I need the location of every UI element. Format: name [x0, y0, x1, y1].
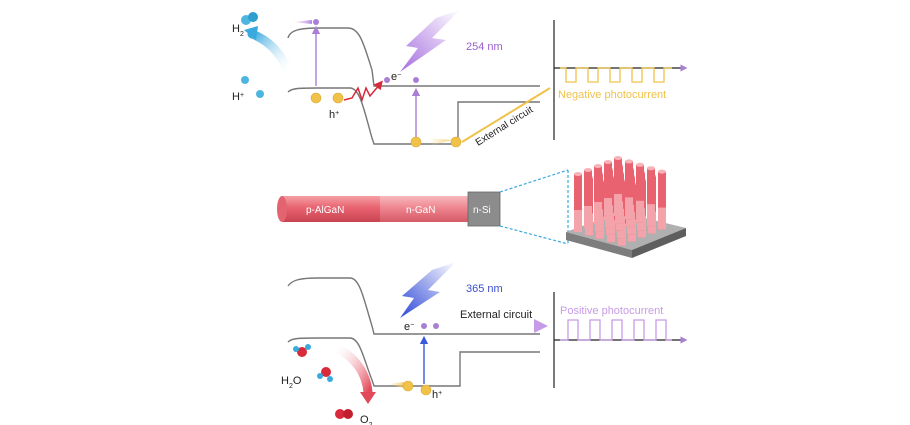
uv-254-bolt-icon [400, 10, 460, 72]
zoom-line-bottom [499, 225, 569, 245]
bottom-wavelength-label: 365 nm [466, 283, 503, 295]
bottom-valence-band [287, 337, 540, 387]
p-algan-segment [282, 196, 382, 222]
nanowire-pillar-base [625, 197, 633, 220]
bottom-hole-trail [388, 382, 404, 388]
nanowire-pillar [604, 162, 612, 220]
bottom-electron-label: e− [404, 321, 414, 333]
nanowire-pillar-cap [594, 164, 602, 168]
nanowire-pillar-cap [625, 159, 633, 164]
top-electron-left [313, 19, 319, 25]
top-electron-junction [384, 77, 390, 83]
bottom-conduction-band [287, 277, 540, 335]
reduction-arrow [247, 29, 293, 75]
nanowire-pillar-base [614, 194, 622, 216]
array-substrate-front [566, 232, 632, 258]
negative-photocurrent-trace [560, 67, 672, 83]
water-molecule-icon [293, 344, 311, 357]
n-si-segment [467, 191, 501, 227]
top-electron-label: e− [391, 71, 401, 83]
reduction-arrowhead [244, 26, 258, 40]
nanowire-pillar-cap [647, 166, 655, 171]
nanowire-pillar-cap [574, 172, 582, 176]
nanowire-end-cap [277, 196, 287, 222]
nanowire-pillar-cap [636, 162, 644, 167]
n-gan-segment [380, 196, 470, 222]
bottom-hole [402, 380, 414, 392]
top-electron-trail [292, 20, 312, 24]
top-external-circuit-label: External circuit [474, 104, 536, 148]
nanowire-pillar [636, 164, 644, 223]
uv-365-bolt-icon [400, 262, 456, 318]
positive-photocurrent-trace [560, 319, 672, 341]
bottom-hole [420, 384, 432, 396]
nanowire-pillar-base [647, 204, 655, 227]
water-label: H2O [281, 375, 302, 390]
nanowire-pillar [647, 168, 655, 227]
oxygen-molecule-icon [335, 409, 353, 419]
nanowire-structure: p-AlGaN n-GaN n-Si [277, 169, 569, 245]
recombination-zigzag [343, 80, 383, 103]
top-panel: H2 H+ h+ e− 254 nm [232, 10, 688, 149]
nanowire-pillar-base [636, 200, 644, 223]
nanowire-pillar-base [584, 206, 592, 228]
nanowire-pillar-base [604, 198, 612, 220]
negative-photocurrent-label: Negative photocurrent [558, 89, 666, 101]
h-plus-label: H+ [232, 91, 244, 103]
top-hole [310, 92, 322, 104]
top-hole-right [410, 136, 422, 148]
array-substrate-side [632, 228, 686, 258]
top-wavelength-label: 254 nm [466, 41, 503, 53]
oxidation-arrowhead [360, 392, 376, 404]
nanowire-pillar [594, 166, 602, 224]
bottom-panel: 365 nm e− External circuit h+ H2O [281, 262, 688, 425]
bottom-electron [433, 323, 439, 329]
nanowire-pillar-cap [604, 160, 612, 164]
top-external-circuit-line [461, 87, 551, 143]
top-hole-trail [430, 138, 452, 146]
zoom-line-top [499, 169, 569, 193]
p-algan-label: p-AlGaN [306, 205, 344, 216]
h2-label: H2 [232, 23, 244, 38]
nanowire-pillar-cap [584, 168, 592, 172]
n-si-label: n-Si [473, 205, 491, 216]
n-gan-label: n-GaN [406, 205, 435, 216]
proton-icon [241, 76, 249, 84]
top-electron-right [413, 77, 419, 83]
top-hole [332, 92, 344, 104]
top-valence-band [287, 87, 540, 145]
top-hole-label: h+ [329, 109, 339, 121]
nanowire-pillar-base [594, 202, 602, 224]
nanowire-pillar-base [574, 210, 582, 232]
top-conduction-band [287, 27, 540, 87]
nanowire-pillar-cap [614, 156, 622, 160]
nanowire-array-icon [566, 156, 686, 258]
bottom-external-circuit-label: External circuit [460, 309, 532, 321]
bottom-electron [421, 323, 427, 329]
nanowire-pillar [614, 158, 622, 216]
water-molecule-icon [317, 367, 333, 382]
oxidation-arrow [331, 343, 373, 397]
nanowire-pillar-base [658, 207, 666, 230]
proton-icon [256, 90, 264, 98]
nanowire-pillar [658, 171, 666, 230]
nanowire-pillar-cap [658, 169, 666, 174]
positive-photocurrent-label: Positive photocurrent [560, 305, 663, 317]
nanowire-pillar [574, 174, 582, 232]
top-hole-right [450, 136, 462, 148]
oxygen-label: O2 [360, 414, 373, 425]
bottom-hole-label: h+ [432, 389, 442, 401]
nanowire-pillar [625, 161, 633, 220]
nanowire-pillar [584, 170, 592, 228]
hydrogen-molecule-icon [241, 12, 258, 25]
